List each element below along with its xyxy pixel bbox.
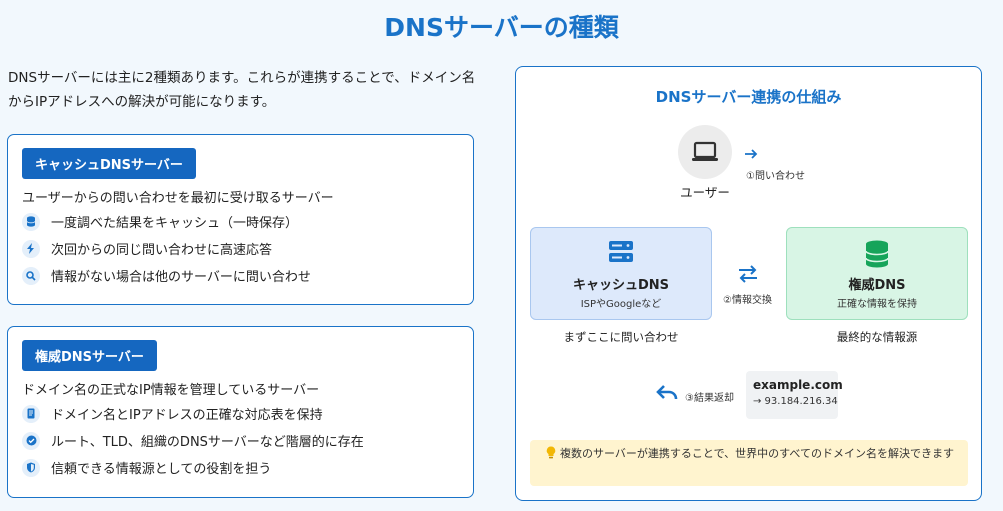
authoritative-dns-sub: 正確な情報を保持 — [837, 299, 917, 310]
note-box: 複数のサーバーが連携することで、世界中のすべてのドメイン名を解決できます — [530, 440, 968, 486]
feature-text: ルート、TLD、組織のDNSサーバーなど階層的に存在 — [51, 435, 364, 450]
search-icon — [22, 266, 40, 285]
note-text: 複数のサーバーが連携することで、世界中のすべてのドメイン名を解決できます — [560, 447, 954, 460]
authoritative-dns-card: 権威DNSサーバー ドメイン名の正式なIP情報を管理しているサーバー ドメイン名… — [7, 326, 474, 498]
authoritative-dns-caption: 最終的な情報源 — [836, 330, 918, 344]
step-query-label: ①問い合わせ — [746, 171, 805, 182]
database-icon — [22, 212, 40, 231]
cache-dns-caption: まずここに問い合わせ — [563, 330, 679, 344]
step-return-label: ③結果返却 — [685, 393, 734, 404]
diagram-title: DNSサーバー連携の仕組み — [655, 88, 842, 106]
laptop-icon — [678, 125, 732, 179]
return-arrow-icon — [656, 385, 678, 405]
example-result: example.com → 93.184.216.34 — [746, 371, 843, 419]
swap-arrows-icon — [737, 265, 759, 287]
shield-icon — [22, 458, 40, 477]
lightbulb-icon — [546, 446, 556, 464]
dns-flow-diagram: DNSサーバー連携の仕組み ユーザー ①問い合わせ キャッシュDNS ISPやG… — [515, 66, 982, 501]
cache-dns-desc: ユーザーからの問い合わせを最初に受け取るサーバー — [22, 191, 334, 206]
feature-item: ドメイン名とIPアドレスの正確な対応表を保持 — [22, 404, 323, 423]
user-label: ユーザー — [680, 185, 730, 200]
authoritative-dns-tag: 権威DNSサーバー — [22, 340, 157, 371]
arrow-right-icon — [744, 145, 758, 164]
example-ip: → 93.184.216.34 — [753, 396, 838, 407]
feature-item: 信頼できる情報源としての役割を担う — [22, 458, 271, 477]
server-icon — [608, 240, 634, 268]
cache-dns-sub: ISPやGoogleなど — [580, 299, 662, 310]
feature-text: 信頼できる情報源としての役割を担う — [51, 462, 272, 477]
feature-item: 情報がない場合は他のサーバーに問い合わせ — [22, 266, 311, 285]
step-exchange-label: ②情報交換 — [723, 295, 772, 306]
feature-item: ルート、TLD、組織のDNSサーバーなど階層的に存在 — [22, 431, 364, 450]
feature-item: 次回からの同じ問い合わせに高速応答 — [22, 239, 272, 258]
authoritative-dns-box: 権威DNS 正確な情報を保持 — [786, 227, 968, 320]
authoritative-dns-name: 権威DNS — [848, 278, 906, 293]
check-circle-icon — [22, 431, 40, 450]
cache-dns-tag: キャッシュDNSサーバー — [22, 148, 196, 179]
book-icon — [22, 404, 40, 423]
feature-item: 一度調べた結果をキャッシュ（一時保存） — [22, 212, 298, 231]
intro-text: DNSサーバーには主に2種類あります。これらが連携することで、ドメイン名からIP… — [8, 70, 476, 110]
feature-text: 情報がない場合は他のサーバーに問い合わせ — [51, 270, 311, 285]
feature-text: ドメイン名とIPアドレスの正確な対応表を保持 — [51, 408, 323, 423]
cache-dns-box: キャッシュDNS ISPやGoogleなど — [530, 227, 712, 320]
database-icon — [865, 240, 889, 272]
cache-dns-card: キャッシュDNSサーバー ユーザーからの問い合わせを最初に受け取るサーバー 一度… — [7, 134, 474, 305]
example-domain: example.com — [753, 378, 843, 392]
bolt-icon — [22, 239, 40, 258]
authoritative-dns-desc: ドメイン名の正式なIP情報を管理しているサーバー — [22, 383, 320, 398]
feature-text: 次回からの同じ問い合わせに高速応答 — [51, 243, 273, 258]
page-title: DNSサーバーの種類 — [384, 13, 619, 42]
cache-dns-name: キャッシュDNS — [572, 278, 670, 293]
feature-text: 一度調べた結果をキャッシュ（一時保存） — [51, 216, 299, 231]
